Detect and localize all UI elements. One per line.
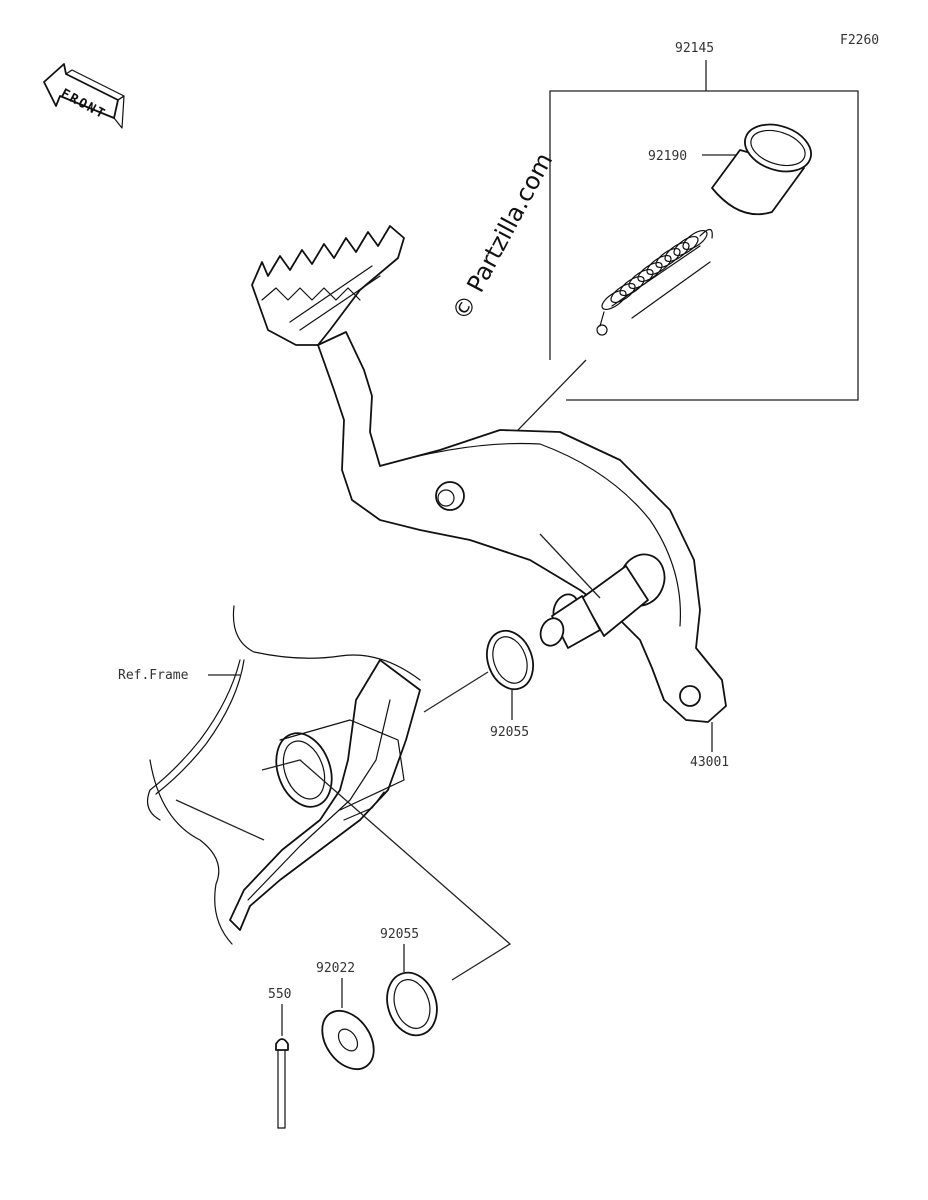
callout-92055-lower: 92055 [380, 927, 419, 942]
front-arrow-icon: FRONT [43, 63, 125, 129]
cotter-pin-part [275, 1038, 289, 1129]
callout-92055-upper: 92055 [490, 725, 529, 740]
callout-92190: 92190 [648, 149, 687, 164]
callout-43001: 43001 [690, 755, 729, 770]
ref-frame-label: Ref.Frame [118, 668, 189, 683]
seal-lower-part [386, 971, 438, 1037]
frame-reference [147, 605, 421, 945]
figure-code: F2260 [840, 33, 879, 48]
seal-upper-part [486, 629, 534, 691]
spring-kit-callout: 92145 [549, 41, 859, 401]
return-spring [596, 228, 713, 336]
callout-92022: 92022 [316, 961, 355, 976]
sleeve-part: 92190 [648, 123, 812, 216]
watermark: © Partzilla.com [447, 148, 559, 325]
callout-550: 550 [268, 987, 291, 1002]
callout-92145: 92145 [675, 41, 714, 56]
washer-part [321, 1010, 375, 1070]
brake-pedal-part [251, 225, 727, 723]
